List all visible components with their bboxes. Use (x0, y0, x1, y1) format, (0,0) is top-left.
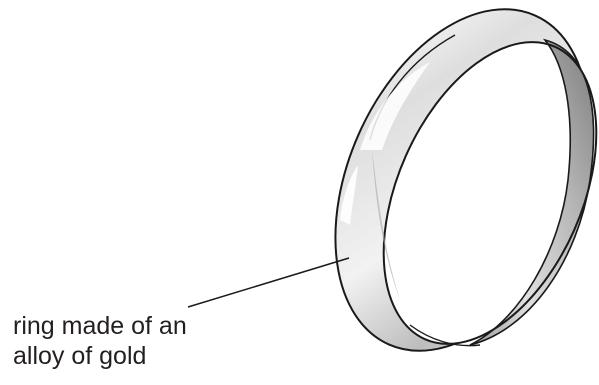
ring-band (286, 0, 599, 380)
ring-caption-line-1: ring made of an (13, 311, 243, 341)
label-leader-line (188, 258, 349, 307)
ring-caption-line-2: alloy of gold (13, 341, 243, 371)
ring-caption: ring made of an alloy of gold (13, 311, 243, 371)
ring-outer-edge (286, 0, 599, 380)
